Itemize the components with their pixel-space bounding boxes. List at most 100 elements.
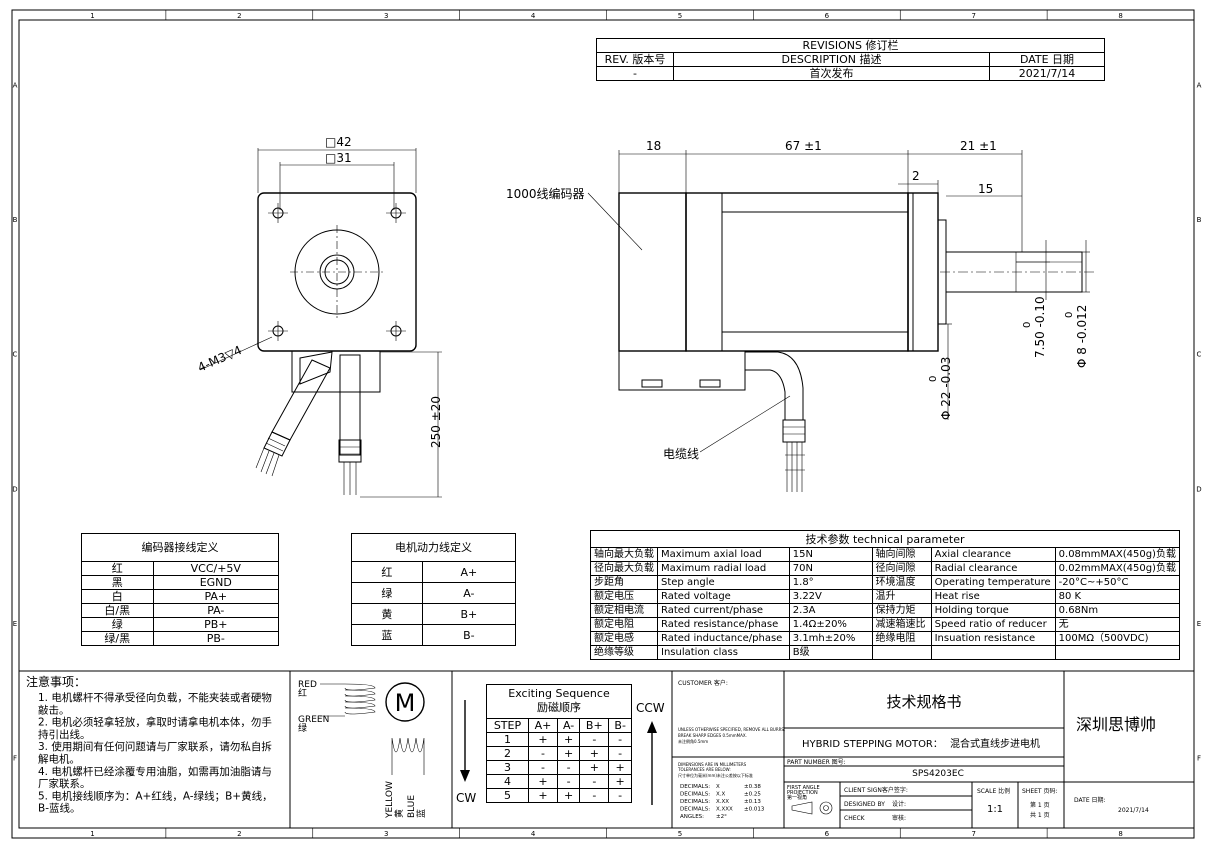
table-cell: 黄 (351, 603, 423, 625)
unless-note-1: UNLESS OTHERWISE SPECIFIED, REMOVE ALL B… (678, 727, 785, 732)
tol-8-zero: 0 (1064, 312, 1075, 318)
table-cell: 保持力矩 (871, 603, 932, 618)
table-cell: 环境温度 (871, 575, 932, 590)
sheet-label: SHEET 页码: (1022, 787, 1058, 795)
frame-col-label: 6 (825, 12, 830, 20)
direction-arrows: CW CCW (456, 700, 665, 805)
tolerance-cell: DECIMALS: (680, 807, 710, 813)
table-cell: 黑 (81, 575, 154, 590)
hole-note: 4-M3▽4 (196, 343, 244, 375)
table-cell: 绿/黑 (81, 631, 154, 646)
note-line: 2. 电机必须轻拿轻放，拿取时请拿电机本体，勿手 (38, 716, 272, 729)
table-cell: Rated resistance/phase (657, 617, 790, 632)
dim-note-2: TOLERANCES ARE BELOW: (677, 767, 731, 772)
power-table-title: 电机动力线定义 (351, 533, 516, 562)
frame-row-label: E (1197, 620, 1201, 628)
dim-note-3: 尺寸单位为毫米(mm)未注公差按以下标准 (678, 772, 753, 778)
cw-label: CW (456, 791, 476, 805)
table-cell: 绝缘电阻 (871, 631, 932, 646)
tolerance-cell: X.XXX (716, 807, 733, 813)
table-cell: 额定相电流 (590, 603, 658, 618)
label-green: GREEN (298, 715, 329, 725)
table-cell: + (527, 774, 558, 789)
front-view: □42 □31 (196, 135, 443, 498)
tolerance-cell: X.X (716, 792, 726, 798)
table-cell: 15N (788, 547, 873, 562)
frame-col-label: 4 (531, 12, 536, 20)
side-view: 18 67 ±1 21 ±1 2 15 0 7.50 -0.10 0 Φ 8 -… (506, 139, 1095, 492)
notes-title: 注意事项： (26, 674, 86, 689)
frame-row-label: C (13, 351, 18, 359)
table-cell: 3.1mh±20% (788, 631, 873, 646)
frame-row-label: C (1197, 351, 1202, 359)
tolerance-cell: ±0.38 (744, 784, 761, 790)
table-cell: B- (421, 624, 517, 646)
frame-col-label: 7 (971, 830, 975, 838)
table-cell: PB- (152, 631, 280, 646)
table-cell: + (579, 746, 610, 761)
table-cell: - (579, 774, 610, 789)
table-cell: + (527, 788, 558, 803)
table-cell: Maximum radial load (657, 561, 790, 576)
note-line: 4. 电机螺杆已经涂覆专用油脂，如需再加油脂请与 (38, 765, 272, 778)
table-row: 5++-- (486, 788, 632, 803)
table-cell: Insulation class (657, 645, 790, 660)
tolerance-cell: DECIMALS: (680, 784, 710, 790)
motor-letter: M (395, 689, 416, 717)
table-cell: 绿 (351, 582, 423, 604)
label-yellow: YELLOW (385, 781, 395, 819)
label-blue: BLUE (407, 795, 417, 818)
tol-22-zero: 0 (928, 376, 939, 382)
frame-col-label: 1 (90, 830, 94, 838)
check-cn-label: 审核: (892, 814, 906, 822)
ccw-label: CCW (636, 701, 665, 715)
table-cell: 4 (486, 774, 529, 789)
frame-col-label: 1 (90, 12, 94, 20)
sequence-header-cell: A+ (527, 718, 558, 733)
dim-note-1: DIMENSIONS ARE IN MILLIMETERS (678, 762, 747, 767)
table-cell: 轴向最大负载 (590, 547, 658, 562)
table-row: 2-++- (486, 746, 632, 761)
table-cell: 80 K (1054, 589, 1181, 604)
sequence-header-cell: B+ (579, 718, 610, 733)
date-value: 2021/7/14 (1118, 807, 1149, 814)
table-cell: 径向间隙 (871, 561, 932, 576)
frame-col-label: 4 (531, 830, 536, 838)
frame-col-label: 2 (237, 12, 241, 20)
table-cell: A- (421, 582, 517, 604)
table-cell: 1 (486, 732, 529, 747)
tolerance-cell: ANGLES: (680, 814, 704, 820)
dim-67: 67 ±1 (785, 139, 822, 153)
table-cell: 3 (486, 760, 529, 775)
table-cell: PA+ (152, 589, 280, 604)
table-cell: 100MΩ（500VDC) (1054, 631, 1181, 646)
tolerance-cell: X.XX (716, 799, 729, 805)
product-line-cn: 混合式直线步进电机 (950, 737, 1040, 750)
frame-row-label: F (1197, 755, 1201, 763)
table-cell: 70N (788, 561, 873, 576)
sequence-header: Exciting Sequence 励磁顺序 (486, 684, 632, 718)
sheet-total: 共 1 页 (1030, 811, 1050, 819)
customer-label: CUSTOMER 客户: (678, 679, 728, 687)
table-cell: + (527, 732, 558, 747)
table-cell: 1.8° (788, 575, 873, 590)
revisions-title: REVISIONS 修订栏 (596, 38, 1105, 53)
table-cell: 减速箱速比 (871, 617, 932, 632)
label-green-cn: 绿 (298, 722, 307, 734)
dim-2: 2 (912, 169, 920, 183)
table-cell: - (527, 760, 558, 775)
tolerance-cell: ±2° (716, 814, 727, 820)
tolerance-cell: ±0.13 (744, 799, 761, 805)
spec-title: 技术规格书 (886, 693, 961, 711)
